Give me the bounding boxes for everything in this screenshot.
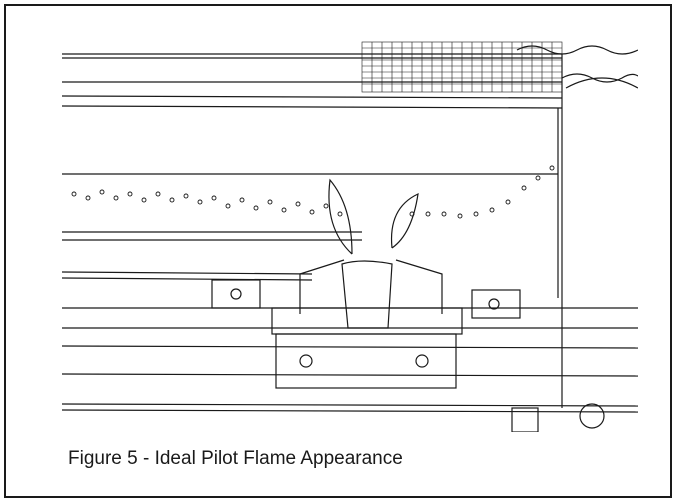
figure-caption: Figure 5 - Ideal Pilot Flame Appearance: [68, 448, 403, 469]
figure-frame: Figure 5 - Ideal Pilot Flame Appearance: [4, 4, 672, 498]
pilot-assembly-drawing-icon: [62, 41, 638, 432]
